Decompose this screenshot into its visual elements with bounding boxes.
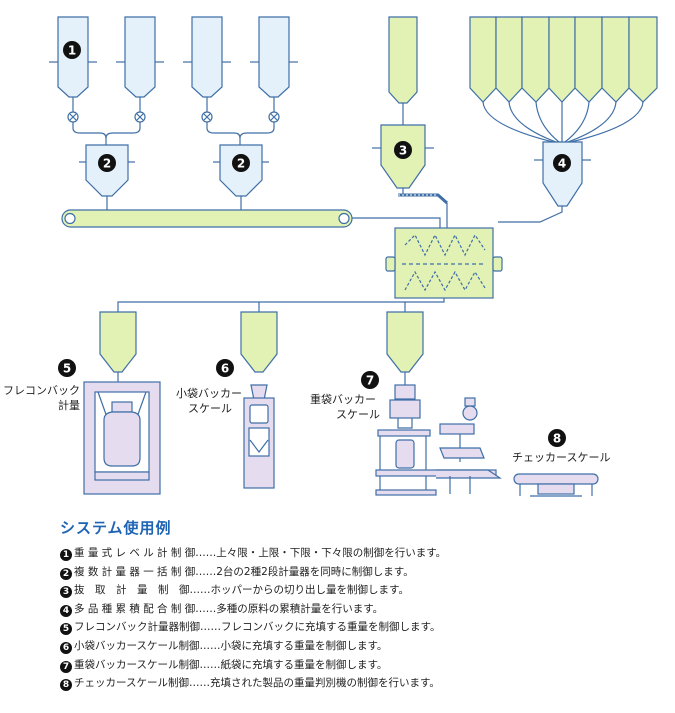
legend-item-name: 複 数 計 量 器 一 括 制 御	[74, 565, 196, 578]
number-badges: 1 2 2 3 4 5 6 7 8	[58, 41, 571, 447]
svg-text:8: 8	[553, 432, 561, 446]
legend-item-name: 抜 取 計 量 制 御	[74, 584, 190, 597]
legend-number-badge: 6	[60, 641, 72, 654]
checker-label: チェッカースケール	[512, 451, 611, 464]
legend-item-name: 重袋バッカースケール制御	[74, 658, 200, 671]
hopper-3	[372, 16, 434, 195]
legend-item-description: ……小袋に充填する重量を制御します。	[199, 639, 388, 652]
svg-text:7: 7	[366, 374, 374, 388]
legend-number-badge: 1	[60, 549, 72, 561]
svg-text:4: 4	[558, 157, 566, 171]
svg-text:2: 2	[237, 157, 245, 171]
legend-number-badge: 8	[60, 679, 72, 692]
legend-item-name: フレコンバック計量器制御	[74, 621, 200, 634]
hopper-4	[498, 141, 591, 223]
flecon-label-line1: フレコンバック	[3, 384, 80, 397]
badge-4: 4	[553, 154, 571, 172]
process-diagram: 1 2 2 3 4 5 6 7 8	[49, 16, 658, 497]
badge-2b: 2	[232, 154, 250, 172]
badge-3: 3	[394, 141, 412, 159]
legend-item-description: ……多種の原料の累積計量を行います。	[195, 602, 384, 615]
small-bag-label: 小袋バッカー スケール	[176, 386, 242, 416]
svg-text:2: 2	[103, 157, 111, 171]
belt-conveyor	[61, 209, 353, 228]
legend-number-badge: 3	[60, 586, 72, 599]
legend-number-badge: 4	[60, 604, 72, 617]
legend-title: システム使用例	[60, 519, 172, 537]
flecon-label-line2: 計量	[58, 399, 80, 412]
legend-item-name: 多 品 種 累 積 配 合 制 御	[74, 602, 196, 615]
badge-2a: 2	[98, 154, 116, 172]
legend-item-description: ……上々限・上限・下限・下々限の制御を行います。	[195, 547, 447, 559]
legend-item-description: ……ホッパーからの切り出し量を制御します。	[189, 584, 409, 597]
legend-item-name: 重 量 式 レ ベ ル 計 制 御	[74, 547, 196, 559]
badge-8: 8	[548, 429, 566, 447]
legend-item-description: ……フレコンバックに充填する重量を制御します。	[200, 621, 441, 634]
small-bag-label-line1: 小袋バッカー	[176, 387, 242, 400]
heavy-bag-label-line1: 重袋バッカー	[310, 393, 376, 406]
badge-5: 5	[58, 359, 76, 377]
legend-item-name: チェッカースケール制御	[74, 677, 189, 690]
legend-item-name: 小袋バッカースケール制御	[74, 639, 200, 652]
svg-text:1: 1	[68, 44, 76, 58]
legend-item-description: ……紙袋に充填する重量を制御します。	[199, 658, 388, 671]
screw-feeder	[398, 193, 448, 205]
heavy-bag-packer	[375, 372, 502, 496]
multi-silo-bank	[469, 16, 658, 103]
small-bag-packer	[243, 384, 275, 489]
legend-number-badge: 7	[60, 660, 72, 673]
svg-text:5: 5	[63, 362, 71, 376]
badge-1: 1	[63, 41, 81, 59]
feed-lines	[482, 101, 644, 143]
mixer	[385, 227, 503, 299]
svg-text:3: 3	[399, 144, 407, 158]
flecon-label: フレコンバック 計量	[0, 383, 80, 413]
heavy-bag-label: 重袋バッカー スケール	[310, 392, 380, 422]
legend-number-badge: 5	[60, 623, 72, 636]
silo-group-2	[183, 16, 298, 210]
legend-item-description: ……充填された製品の重量判別機の制御を行います。	[188, 677, 440, 690]
legend-item-description: ……2台の2種2段計量器を同時に制御します。	[195, 565, 414, 578]
small-bag-label-line2: スケール	[188, 402, 232, 415]
heavy-bag-label-line2: スケール	[336, 408, 380, 421]
badge-6: 6	[216, 359, 234, 377]
silo-group-1	[49, 16, 164, 210]
svg-text:6: 6	[221, 362, 229, 376]
legend-number-badge: 2	[60, 567, 72, 580]
flecon-weigher	[83, 372, 161, 495]
checker-scale	[513, 473, 599, 497]
badge-7: 7	[361, 371, 379, 389]
